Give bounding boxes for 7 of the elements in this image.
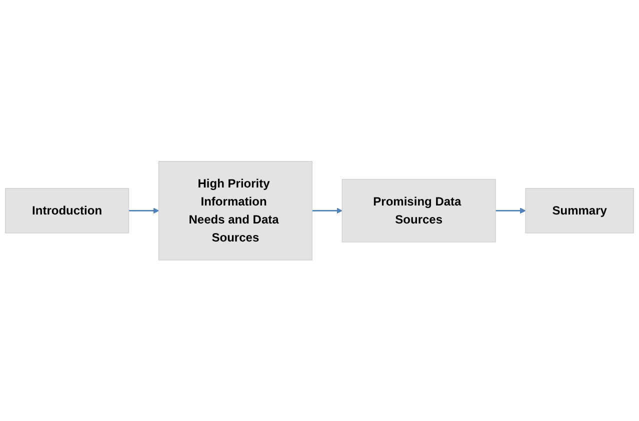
node-box: Summary	[525, 188, 634, 234]
arrow	[496, 208, 526, 214]
arrow	[128, 208, 160, 214]
node-box: Introduction	[5, 188, 130, 234]
node-box: High Priority Information Needs and Data Sources	[158, 160, 312, 260]
arrow	[312, 208, 342, 214]
node-box: Promising Data Sources	[342, 178, 496, 242]
